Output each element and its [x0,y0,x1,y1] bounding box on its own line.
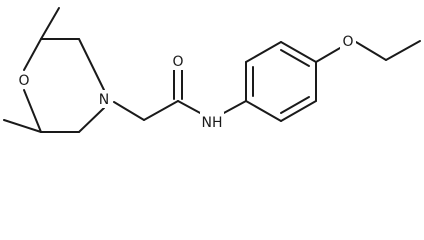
ring-oxygen-label: O [18,73,29,89]
bonds [3,7,421,133]
ring-nitrogen-label: N [99,92,109,108]
bond-benzene-5-inner [280,96,310,114]
ring-nitrogen-mask [97,90,112,108]
bond-methyl-bottom [3,119,42,133]
bond-ch2-ring-n-top [78,38,105,91]
bond-ether-o-ch2 [355,41,387,61]
bond-ring-n-ch2-bottom [78,107,105,133]
bond-nh-ring [221,100,247,115]
amide-oxygen-label: O [172,54,183,70]
amide-oxygen-mask [171,52,186,70]
amide-nitrogen-mask [200,112,224,132]
ether-oxygen-mask [340,32,356,50]
bond-methyl-top [40,7,60,40]
atom-labels: O N O NH O [17,32,356,132]
ring-oxygen-mask [17,71,32,89]
bond-ch-ring-o-bottom [23,89,42,133]
bond-ring-o-ch [23,38,42,71]
amide-nitrogen-label: NH [202,115,223,131]
bond-benzene-5 [280,100,317,122]
bond-ch2-carbonyl [143,100,179,121]
ether-oxygen-label: O [342,34,353,50]
bond-benzene-6 [245,100,282,122]
bond-benzene-2 [245,41,282,63]
chemical-structure: O N O NH O [3,7,421,133]
bond-ring-n-ch2 [113,101,145,121]
bond-benzene-3 [280,41,317,63]
bond-ring-ether-o [315,47,341,63]
bond-benzene-3-inner [280,49,310,67]
bond-ch2-ch3 [385,40,421,61]
bond-carbonyl-nh [177,100,203,115]
